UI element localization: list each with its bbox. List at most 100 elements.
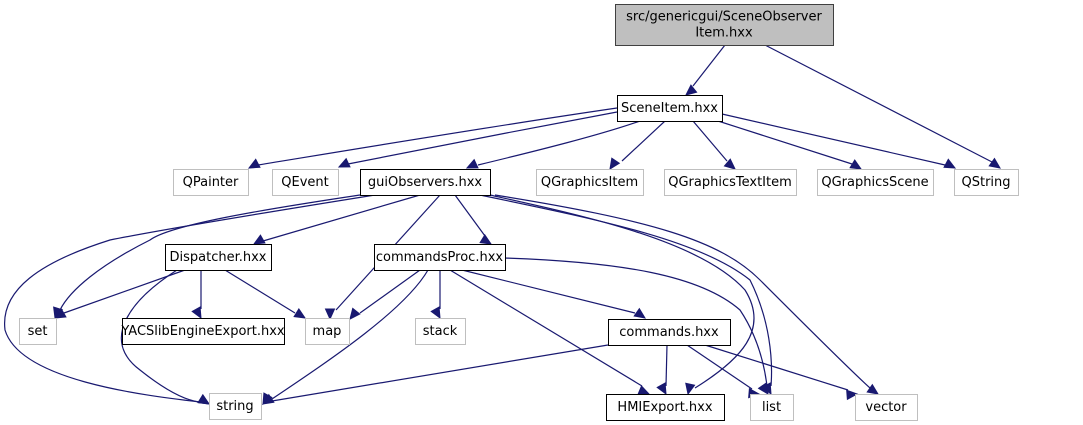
edge-line (692, 120, 728, 162)
node-box (173, 169, 249, 196)
node-box (165, 244, 272, 271)
arrowhead-icon (609, 157, 621, 171)
node-box (664, 169, 797, 196)
node-label: vector (865, 400, 907, 415)
node-label: QEvent (281, 175, 328, 190)
arrowhead-icon (191, 306, 202, 320)
edge-dispatcher-to-map (224, 269, 307, 319)
edge-line (686, 344, 753, 390)
node-label: guiObservers.hxx (368, 175, 483, 190)
node-sceneitem[interactable]: SceneItem.hxx (617, 95, 723, 122)
edge-line (764, 44, 993, 163)
node-label: QGraphicsScene (821, 175, 928, 190)
edge-commandsproc-to-list (504, 257, 769, 395)
edge-line (477, 120, 641, 166)
node-box (209, 393, 262, 420)
edge-line (262, 194, 421, 242)
arrowhead-icon (633, 307, 647, 319)
edge-commandsproc-to-stack (430, 270, 441, 320)
arrowhead-icon (337, 157, 351, 168)
edges-layer (4, 44, 1001, 406)
edge-sceneitem-to-qgraphicsscene (717, 120, 863, 170)
node-box (608, 319, 731, 346)
node-qevent: QEvent (272, 169, 339, 196)
node-label: commandsProc.hxx (376, 250, 503, 265)
edge-line (359, 269, 421, 314)
arrowhead-icon (247, 158, 261, 169)
node-box (415, 318, 466, 345)
node-label: YACSlibEngineExport.hxx (120, 324, 285, 339)
node-box (19, 318, 57, 345)
arrowhead-icon (656, 382, 667, 396)
node-guiobservers[interactable]: guiObservers.hxx (360, 169, 491, 196)
node-box (615, 4, 834, 46)
edge-line (504, 257, 768, 387)
edge-line (721, 113, 946, 166)
edge-sceneitem-to-qevent (337, 111, 618, 168)
edge-line (59, 194, 361, 311)
arrowhead-icon (723, 158, 736, 170)
node-yacslib[interactable]: YACSlibEngineExport.hxx (120, 318, 285, 345)
node-qgraphicsscene: QGraphicsScene (817, 169, 934, 196)
edge-line (271, 269, 429, 400)
node-box (817, 169, 934, 196)
node-commandsproc[interactable]: commandsProc.hxx (374, 244, 506, 271)
arrowhead-icon (53, 308, 67, 319)
edge-root-to-qstring (764, 44, 1001, 169)
arrowhead-icon (252, 234, 266, 245)
arrowhead-icon (866, 383, 880, 395)
edge-guiobservers-to-dispatcher (252, 194, 421, 245)
node-label: QString (961, 175, 1010, 190)
node-label: map (313, 324, 342, 339)
node-dispatcher[interactable]: Dispatcher.hxx (165, 244, 272, 271)
arrowhead-icon (988, 157, 1001, 169)
arrowhead-icon (846, 389, 859, 401)
edge-sceneitem-to-qpainter (247, 107, 618, 169)
arrowhead-icon (637, 385, 651, 395)
node-box (374, 244, 506, 271)
node-box (606, 394, 725, 421)
edge-commands-to-list (686, 344, 761, 399)
edge-line (494, 194, 871, 389)
edge-dispatcher-to-yacslib (191, 270, 202, 320)
edge-line (224, 269, 296, 314)
node-commands[interactable]: commands.hxx (608, 319, 731, 346)
node-label: QPainter (183, 175, 239, 190)
edge-line (621, 120, 666, 162)
edge-line (454, 194, 486, 237)
node-box (536, 169, 644, 196)
node-set: set (19, 318, 57, 345)
edge-line (449, 269, 643, 387)
node-box (122, 318, 285, 345)
node-box (360, 169, 491, 196)
node-label: string (216, 399, 253, 414)
edge-guiobservers-to-set (53, 194, 361, 320)
node-box (855, 394, 918, 421)
node-stack: stack (415, 318, 466, 345)
node-map: map (305, 318, 350, 345)
edge-guiobservers-to-vector (494, 194, 880, 395)
arrowhead-icon (349, 307, 361, 320)
edge-commandsproc-to-commands (461, 269, 647, 319)
edge-sceneitem-to-qstring (721, 113, 957, 169)
arrowhead-icon (197, 394, 211, 405)
node-label: QGraphicsTextItem (668, 175, 792, 190)
node-label: Dispatcher.hxx (169, 250, 266, 265)
edge-commands-to-hmiexport (656, 344, 668, 396)
edge-line (479, 194, 773, 387)
node-hmiexport[interactable]: HMIExport.hxx (606, 394, 725, 421)
arrowhead-icon (757, 382, 769, 395)
edge-line (271, 344, 609, 402)
node-qgraphicsitem: QGraphicsItem (536, 169, 644, 196)
node-box (954, 169, 1019, 196)
node-box (305, 318, 350, 345)
node-qgraphicstextitem: QGraphicsTextItem (664, 169, 797, 196)
edge-line (692, 44, 726, 87)
edge-line (489, 194, 755, 389)
edge-dispatcher-to-string (120, 269, 211, 405)
node-label: Item.hxx (695, 26, 753, 41)
node-label: QGraphicsItem (541, 175, 638, 190)
edge-line (120, 269, 200, 403)
